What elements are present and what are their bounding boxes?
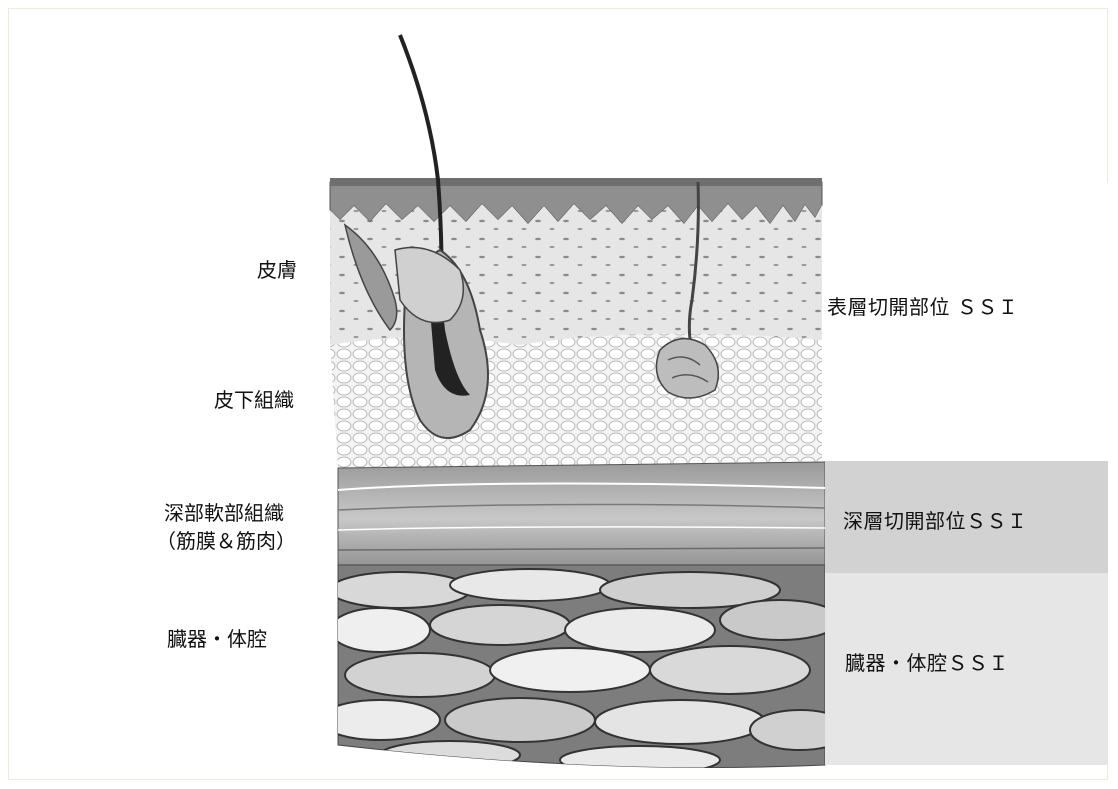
fascia-muscle-label: （筋膜＆筋肉） — [156, 528, 296, 554]
deep-ssi-band: 深層切開部位ＳＳＩ — [825, 461, 1108, 573]
organ-space-ssi-label: 臓器・体腔ＳＳＩ — [845, 647, 1009, 676]
superficial-ssi-band: 表層切開部位 ＳＳＩ — [825, 183, 1108, 461]
deep-ssi-label: 深層切開部位ＳＳＩ — [843, 505, 1028, 534]
subcutaneous-tissue-label: 皮下組織 — [214, 387, 294, 413]
superficial-ssi-label: 表層切開部位 ＳＳＩ — [827, 291, 1018, 320]
organ-space-ssi-band: 臓器・体腔ＳＳＩ — [825, 573, 1108, 765]
skin-label: 皮膚 — [257, 257, 297, 283]
deep-soft-tissue-label: 深部軟部組織 — [164, 500, 284, 526]
organ-space-label: 臓器・体腔 — [167, 626, 267, 652]
